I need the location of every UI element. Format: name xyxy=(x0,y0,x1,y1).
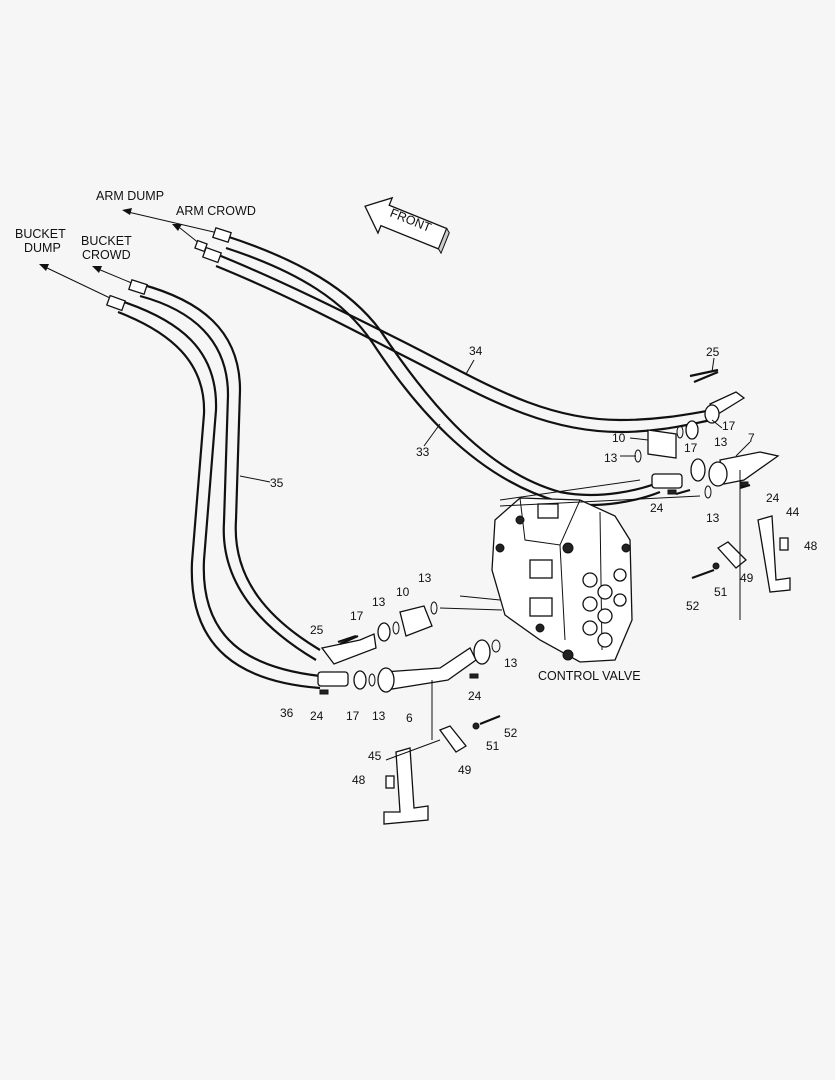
hose-arm-lines xyxy=(194,226,713,507)
label-bucket-crowd-line2: CROWD xyxy=(82,248,131,262)
callout-6: 6 xyxy=(406,711,413,725)
callout-25: 25 xyxy=(706,345,720,359)
callout-34: 34 xyxy=(469,344,483,358)
label-bucket-crowd-line1: BUCKET xyxy=(81,234,132,248)
callout-24: 24 xyxy=(650,501,664,515)
callout-13: 13 xyxy=(372,595,386,609)
callout-48: 48 xyxy=(352,773,366,787)
callout-17: 17 xyxy=(684,441,698,455)
callout-48: 48 xyxy=(804,539,818,553)
direction-arrows xyxy=(39,208,219,299)
left-fittings xyxy=(317,601,501,693)
callout-24: 24 xyxy=(468,689,482,703)
callout-17: 17 xyxy=(346,709,360,723)
callout-35: 35 xyxy=(270,476,284,490)
callout-13: 13 xyxy=(418,571,432,585)
callout-51: 51 xyxy=(486,739,500,753)
callout-52: 52 xyxy=(504,726,518,740)
callout-10: 10 xyxy=(612,431,626,445)
callout-13: 13 xyxy=(604,451,618,465)
callout-10: 10 xyxy=(396,585,410,599)
control-valve-body xyxy=(491,497,633,663)
callout-33: 33 xyxy=(416,445,430,459)
bracket-44 xyxy=(716,515,791,593)
callout-44: 44 xyxy=(786,505,800,519)
front-arrow-icon xyxy=(364,196,450,255)
callout-13: 13 xyxy=(706,511,720,525)
callout-52: 52 xyxy=(686,599,700,613)
bolts xyxy=(319,370,789,789)
label-arm-dump: ARM DUMP xyxy=(96,189,164,203)
callouts: 34 33 35 36 25 25 17 17 17 17 10 10 13 1… xyxy=(270,344,818,787)
callout-17: 17 xyxy=(350,609,364,623)
label-control-valve: CONTROL VALVE xyxy=(538,669,641,683)
callout-49: 49 xyxy=(458,763,472,777)
callout-25: 25 xyxy=(310,623,324,637)
label-arm-crowd: ARM CROWD xyxy=(176,204,256,218)
label-bucket-dump-line1: BUCKET xyxy=(15,227,66,241)
callout-17: 17 xyxy=(722,419,736,433)
callout-13: 13 xyxy=(714,435,728,449)
callout-24: 24 xyxy=(766,491,780,505)
callout-51: 51 xyxy=(714,585,728,599)
callout-13: 13 xyxy=(504,656,518,670)
callout-7: 7 xyxy=(748,431,755,445)
callout-24: 24 xyxy=(310,709,324,723)
callout-49: 49 xyxy=(740,571,754,585)
callout-36: 36 xyxy=(280,706,294,720)
callout-13: 13 xyxy=(372,709,386,723)
leader-lines xyxy=(239,357,751,761)
right-fittings xyxy=(634,368,780,499)
callout-45: 45 xyxy=(368,749,382,763)
hose-bucket-lines xyxy=(105,278,321,690)
bracket-45 xyxy=(383,725,467,825)
label-bucket-dump-line2: DUMP xyxy=(24,241,61,255)
